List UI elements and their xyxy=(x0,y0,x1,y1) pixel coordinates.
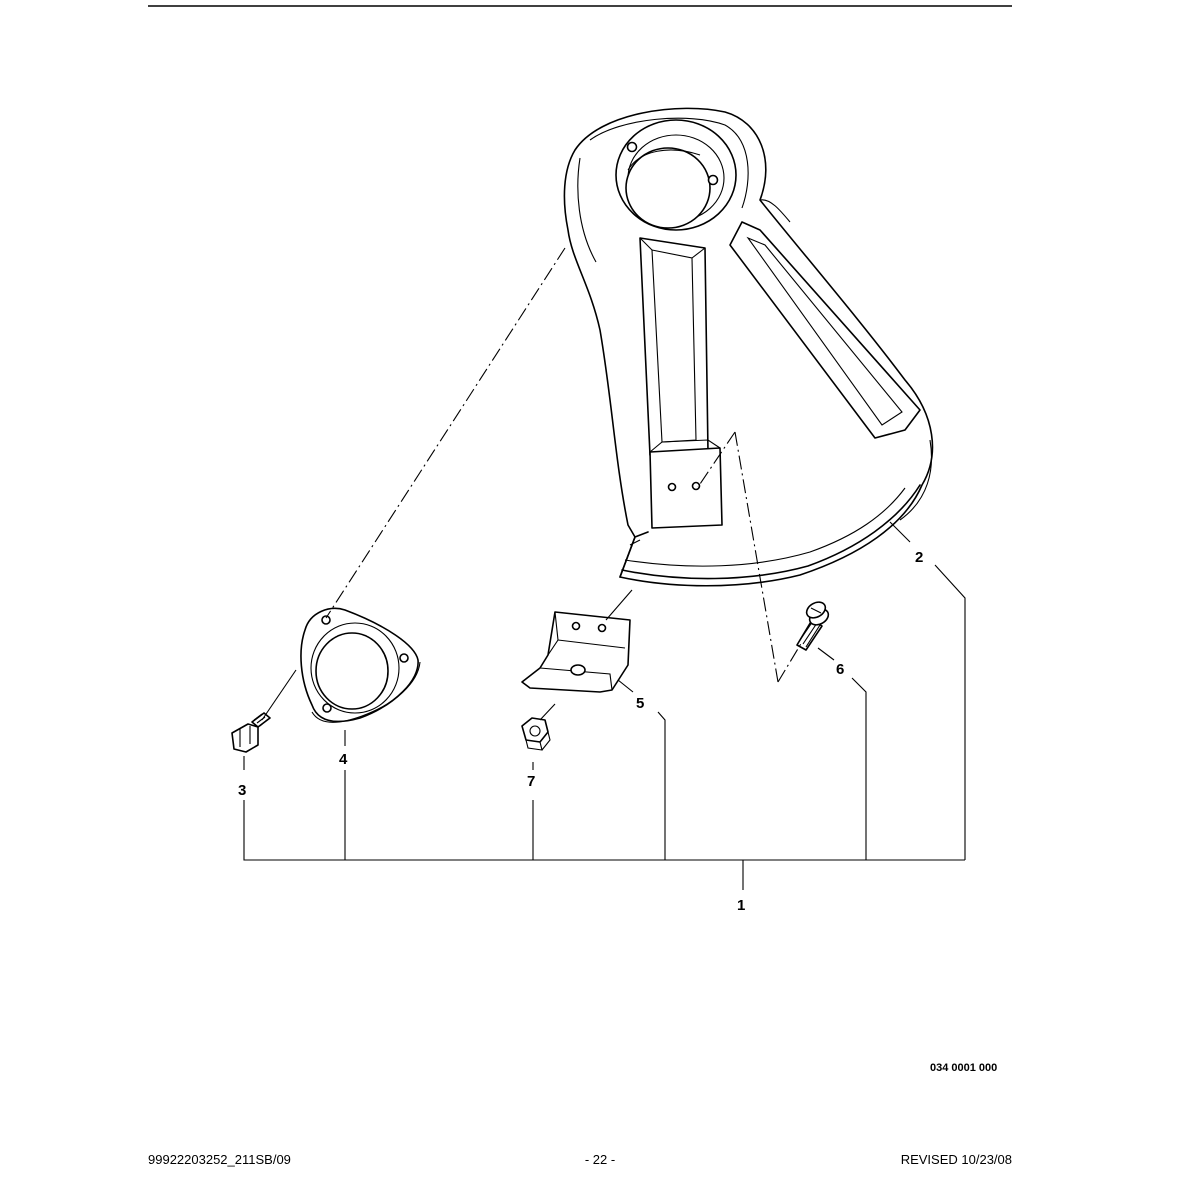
footer-revision-date: REVISED 10/23/08 xyxy=(900,1152,1012,1167)
callout-7: 7 xyxy=(527,773,535,790)
callout-2: 2 xyxy=(915,549,923,566)
callout-6: 6 xyxy=(836,661,844,678)
figure-code: 034 0001 000 xyxy=(930,1062,998,1074)
callout-5: 5 xyxy=(636,695,644,712)
mount-bracket xyxy=(521,611,631,693)
footer-document-id: 99922203252_211SB/09 xyxy=(148,1152,291,1167)
flange-plate xyxy=(300,607,421,723)
footer-page-number: - 22 - xyxy=(584,1152,616,1167)
callout-3: 3 xyxy=(238,782,246,799)
callout-1: 1 xyxy=(737,897,745,914)
leader-lines xyxy=(243,521,966,890)
hex-screw xyxy=(231,712,271,753)
guard-shield xyxy=(563,107,934,587)
callout-4: 4 xyxy=(339,751,348,768)
hex-nut xyxy=(521,717,551,751)
washer-screw xyxy=(796,601,830,651)
